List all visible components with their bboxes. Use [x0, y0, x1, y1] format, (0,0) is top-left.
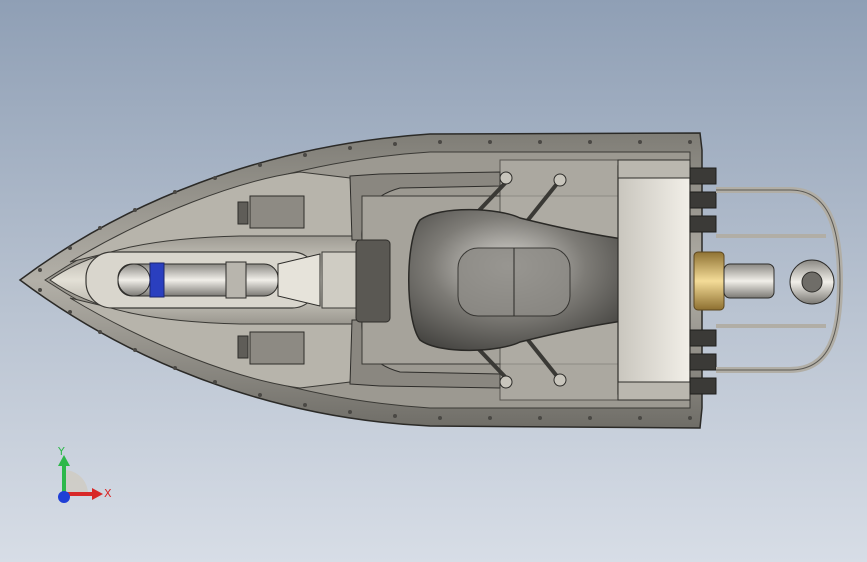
triad-quadrant: [64, 470, 88, 494]
nozzle[interactable]: [789, 259, 835, 305]
y-axis-label: Y: [57, 445, 65, 458]
z-axis-dot: [58, 491, 70, 503]
stern-fins: [689, 167, 717, 395]
stern-step-bottom: [617, 381, 691, 401]
sensor-pod[interactable]: [117, 253, 321, 307]
orientation-triad[interactable]: Y X: [57, 445, 112, 503]
deck-hatch-top[interactable]: [237, 195, 305, 229]
stern-step-top: [617, 159, 691, 179]
x-axis-label: X: [104, 487, 112, 500]
jet-drive-housing[interactable]: [693, 251, 725, 311]
control-unit[interactable]: [355, 239, 391, 323]
fore-bulkhead: [321, 251, 359, 309]
deck-hatch-bottom[interactable]: [237, 331, 305, 365]
hull-rivets: [38, 140, 692, 420]
stern-transom: [617, 165, 691, 395]
jet-drive-shaft: [723, 263, 775, 299]
